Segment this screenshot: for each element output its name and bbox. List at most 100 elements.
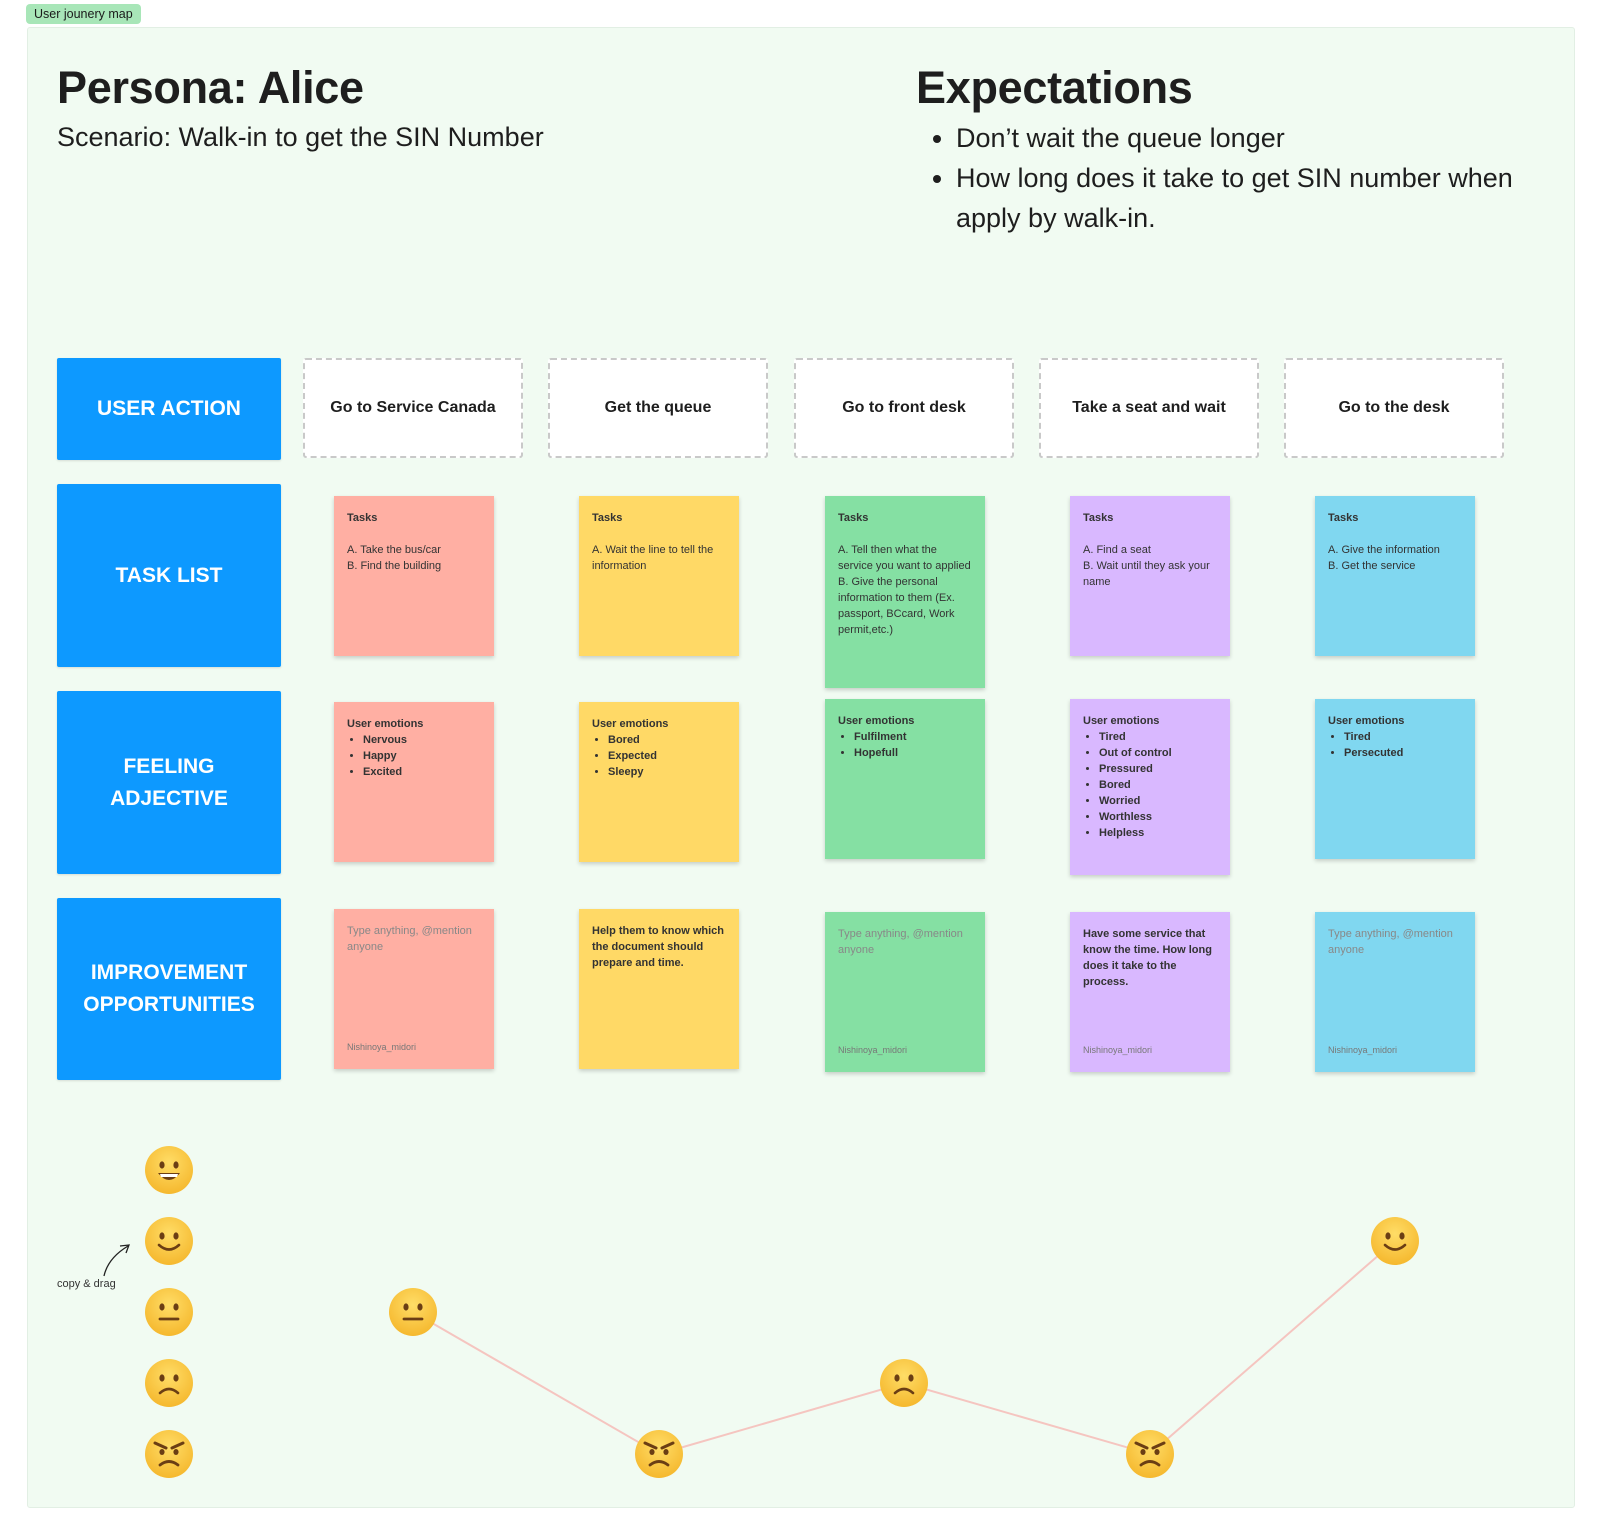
improvement-sticky[interactable]: Type anything, @mention anyone Nishinoya… — [825, 912, 985, 1072]
emotion-list: Tired Persecuted — [1328, 729, 1462, 761]
action-go-to-front-desk[interactable]: Go to front desk — [794, 358, 1014, 458]
row-label-text: OPPORTUNITIES — [83, 993, 255, 1016]
row-label-text: ADJECTIVE — [110, 786, 228, 810]
emotion-item: Helpless — [1099, 825, 1217, 841]
emotion-item: Sleepy — [608, 764, 726, 780]
action-go-to-the-desk[interactable]: Go to the desk — [1284, 358, 1504, 458]
emotion-item: Tired — [1344, 729, 1462, 745]
sad-emoji-icon[interactable] — [144, 1358, 194, 1408]
emotion-item: Pressured — [1099, 761, 1217, 777]
emotion-item: Expected — [608, 748, 726, 764]
sticky-text: Help them to know which the document sho… — [592, 925, 725, 969]
emotion-sticky[interactable]: User emotions Fulfilment Hopefull — [825, 699, 985, 859]
emotion-item: Excited — [363, 764, 481, 780]
action-get-the-queue[interactable]: Get the queue — [548, 358, 768, 458]
row-label-user-action[interactable]: USER ACTION — [57, 358, 281, 460]
improvement-sticky[interactable]: Type anything, @mention anyone Nishinoya… — [334, 909, 494, 1069]
improvement-sticky[interactable]: Have some service that know the time. Ho… — [1070, 912, 1230, 1072]
task-line: B. Give the personal information to them… — [838, 576, 955, 636]
sticky-heading: Tasks — [1083, 512, 1114, 524]
emotion-list: Fulfilment Hopefull — [838, 729, 972, 761]
sticky-heading: Tasks — [838, 512, 869, 524]
happy-emoji-icon[interactable] — [144, 1216, 194, 1266]
task-sticky[interactable]: Tasks A. Tell then what the service you … — [825, 496, 985, 688]
sticky-heading: User emotions — [1083, 715, 1160, 727]
sticky-heading: User emotions — [347, 718, 424, 730]
emotion-item: Nervous — [363, 732, 481, 748]
emotion-sticky[interactable]: User emotions Nervous Happy Excited — [334, 702, 494, 862]
task-line: B. Find the building — [347, 560, 442, 572]
task-line: A. Give the information — [1328, 544, 1440, 556]
neutral-emoji-icon[interactable] — [144, 1287, 194, 1337]
row-label-improvement-opportunities[interactable]: IMPROVEMENT OPPORTUNITIES — [57, 898, 281, 1080]
sticky-author: Nishinoya_midori — [838, 1045, 908, 1055]
sticky-heading: Tasks — [347, 512, 378, 524]
emotion-list: Nervous Happy Excited — [347, 732, 481, 780]
emotion-item: Fulfilment — [854, 729, 972, 745]
sad-emoji-icon[interactable] — [879, 1358, 929, 1408]
neutral-emoji-icon[interactable] — [388, 1287, 438, 1337]
row-label-text: IMPROVEMENT — [90, 961, 248, 984]
sticky-heading: User emotions — [838, 715, 915, 727]
sticky-author: Nishinoya_midori — [1328, 1045, 1398, 1055]
sticky-author: Nishinoya_midori — [1083, 1045, 1153, 1055]
happy-emoji-icon[interactable] — [1370, 1216, 1420, 1266]
sticky-heading: User emotions — [1328, 715, 1405, 727]
emotion-item: Out of control — [1099, 745, 1217, 761]
task-line: B. Wait until they ask your name — [1083, 560, 1210, 588]
task-line: B. Get the service — [1328, 560, 1416, 572]
frame-tag[interactable]: User jounery map — [26, 4, 141, 24]
emotion-curve-line — [412, 1240, 1396, 1456]
angry-emoji-icon[interactable] — [1125, 1429, 1175, 1479]
scenario-text: Scenario: Walk-in to get the SIN Number — [57, 122, 544, 152]
emotion-sticky[interactable]: User emotions Tired Persecuted — [1315, 699, 1475, 859]
action-go-to-service-canada[interactable]: Go to Service Canada — [303, 358, 523, 458]
emotion-list: Tired Out of control Pressured Bored Wor… — [1083, 729, 1217, 841]
emotion-item: Happy — [363, 748, 481, 764]
emotion-sticky[interactable]: User emotions Tired Out of control Press… — [1070, 699, 1230, 875]
expectation-item: How long does it take to get SIN number … — [956, 158, 1556, 238]
task-sticky[interactable]: Tasks A. Find a seat B. Wait until they … — [1070, 496, 1230, 656]
task-line: A. Tell then what the service you want t… — [838, 544, 971, 572]
sticky-text: Have some service that know the time. Ho… — [1083, 928, 1212, 988]
task-line: A. Take the bus/car — [347, 544, 441, 556]
emotion-list: Bored Expected Sleepy — [592, 732, 726, 780]
sticky-heading: Tasks — [592, 512, 623, 524]
emotion-item: Bored — [1099, 777, 1217, 793]
emotion-item: Worried — [1099, 793, 1217, 809]
emotion-sticky[interactable]: User emotions Bored Expected Sleepy — [579, 702, 739, 862]
sticky-placeholder[interactable]: Type anything, @mention anyone — [1328, 928, 1453, 956]
emotion-item: Persecuted — [1344, 745, 1462, 761]
emotion-item: Hopefull — [854, 745, 972, 761]
emotion-item: Tired — [1099, 729, 1217, 745]
sticky-heading: Tasks — [1328, 512, 1359, 524]
row-label-text: USER ACTION — [97, 397, 241, 420]
sticky-placeholder[interactable]: Type anything, @mention anyone — [347, 925, 472, 953]
improvement-sticky[interactable]: Type anything, @mention anyone Nishinoya… — [1315, 912, 1475, 1072]
persona-title: Persona: Alice — [57, 62, 364, 113]
emotion-item: Worthless — [1099, 809, 1217, 825]
improvement-sticky[interactable]: Help them to know which the document sho… — [579, 909, 739, 1069]
sticky-placeholder[interactable]: Type anything, @mention anyone — [838, 928, 963, 956]
sticky-author: Nishinoya_midori — [347, 1042, 417, 1052]
very-happy-emoji-icon[interactable] — [144, 1145, 194, 1195]
task-sticky[interactable]: Tasks A. Give the information B. Get the… — [1315, 496, 1475, 656]
row-label-text: TASK LIST — [115, 563, 223, 587]
expectations-title: Expectations — [916, 62, 1193, 113]
row-label-feeling-adjective[interactable]: FEELING ADJECTIVE — [57, 691, 281, 874]
copy-drag-hint: copy & drag — [57, 1278, 116, 1290]
expectations-list: Don’t wait the queue longer How long doe… — [916, 118, 1556, 238]
action-take-a-seat-and-wait[interactable]: Take a seat and wait — [1039, 358, 1259, 458]
task-sticky[interactable]: Tasks A. Take the bus/car B. Find the bu… — [334, 496, 494, 656]
sticky-heading: User emotions — [592, 718, 669, 730]
arrow-icon — [103, 1244, 130, 1277]
angry-emoji-icon[interactable] — [144, 1429, 194, 1479]
row-label-task-list[interactable]: TASK LIST — [57, 484, 281, 667]
angry-emoji-icon[interactable] — [634, 1429, 684, 1479]
task-sticky[interactable]: Tasks A. Wait the line to tell the infor… — [579, 496, 739, 656]
expectation-item: Don’t wait the queue longer — [956, 118, 1556, 158]
emotion-item: Bored — [608, 732, 726, 748]
task-line: A. Find a seat — [1083, 544, 1151, 556]
task-line: A. Wait the line to tell the information — [592, 544, 714, 572]
